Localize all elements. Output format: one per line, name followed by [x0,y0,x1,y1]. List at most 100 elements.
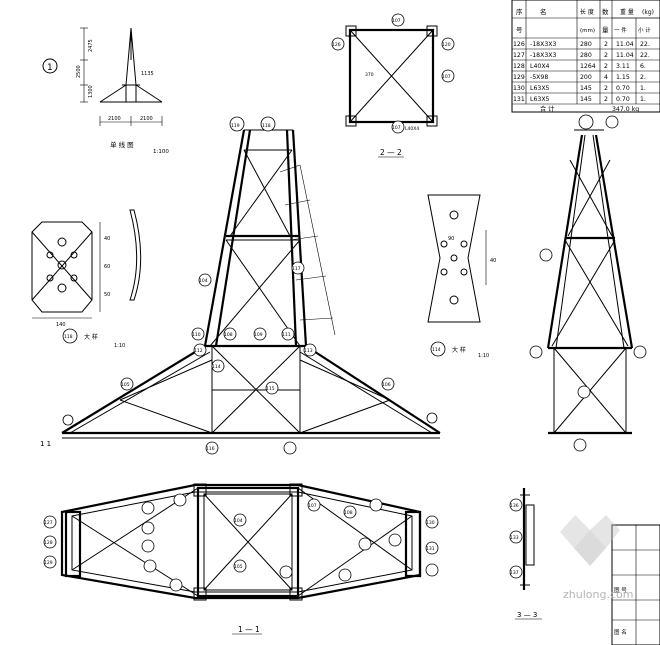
tower-mark: 117 [292,266,301,272]
section33-mark: 137 [510,570,519,576]
plan-mark: 108 [344,510,353,516]
title-block-cell: 图 号 [614,586,627,594]
bom-cell: 22. [640,41,650,48]
plate114-scale: 1:10 [478,353,489,359]
bom-cell: 11.04 [616,41,634,48]
plate118-dim: 60 [104,264,110,270]
bom-subheader-3: (mm) [580,28,595,34]
section22-dim: 370 [365,72,374,78]
plate118-title: 大 样 [84,333,98,341]
plate118-dim: 50 [104,292,110,298]
bom-cell: 6. [640,63,646,70]
bom-cell: -18X3X3 [530,41,557,48]
bom-header-4: 数 [602,7,609,16]
bom-header-5: 重 量 [620,8,634,16]
plate-118-detail: 140 40 60 50 118 大 样 1:10 [31,209,142,349]
section22-mark: 120 [442,42,451,48]
bom-cell: 4 [604,74,608,81]
bom-cell: 2 [604,52,608,59]
tower-mark: 110 [192,332,201,338]
tower-mark: 114 [212,364,221,370]
tower-mark: 119 [231,123,240,129]
bom-cell: 22. [640,52,650,59]
tower-mark: 105 [121,382,130,388]
detail1-dim: 2475 [88,39,94,52]
bom-cell: L63X5 [530,85,550,92]
section33-mark: 133 [510,535,519,541]
bom-total-label: 合 计 [540,105,554,113]
bom-cell: 2 [604,63,608,70]
bom-cell: 126 [513,41,525,48]
bom-header-6: (kg) [642,9,654,16]
bom-header-3: 长 度 [580,8,594,16]
bom-table: 序 名 长 度 数 重 量 (kg) 号 (mm) 量 一 件 小 计 126 … [511,0,660,113]
plan-mark: 105 [234,564,243,570]
detail1-dim: 2500 [76,65,82,78]
bom-cell: -5X98 [530,74,548,81]
plan-mark: 107 [308,503,317,509]
section-2-2: 107 126 120 107 107 L40X4 370 2 — 2 [331,13,455,158]
bom-cell: 11.04 [616,52,634,59]
bom-cell: 128 [513,63,525,70]
bom-subheader-5: 一 件 [614,26,627,34]
title-block-cell: 图 名 [614,628,627,636]
plate118-dim: 40 [104,236,110,242]
bom-cell: 3.11 [616,63,630,70]
plate114-dim: 90 [448,236,454,242]
section22-mark: 107 [442,74,451,80]
detail1-scale: 1:100 [153,149,169,155]
bom-header-2: 名 [540,7,547,16]
bom-cell: 1264 [580,63,596,70]
detail1-dim: 1135 [141,71,154,77]
detail1-title: 单 线 图 [110,140,134,149]
bom-cell: L40X4 [530,63,550,70]
plan-mark: 127 [44,520,53,526]
tower-mark: 116 [206,446,215,452]
bom-cell: 1. [640,85,646,92]
plan-mark: 129 [44,560,53,566]
bom-subheader-6: 小 计 [638,26,651,34]
bom-cell: 2 [604,85,608,92]
plan-title: 1 — 1 [238,625,260,634]
detail1-dim: 2100 [140,116,153,122]
bom-cell: 130 [513,85,525,92]
plate114-title: 大 样 [452,346,466,354]
section22-dim: L40X4 [405,126,419,132]
bom-cell: 127 [513,52,525,59]
bom-cell: 280 [580,41,592,48]
bom-cell: -18X3X3 [530,52,557,59]
watermark: zhulong.com [560,515,633,601]
bom-rows: 126 -18X3X3 280 2 11.04 22. 127 -18X3X3 … [513,41,650,103]
tower-mark: 108 [224,332,233,338]
detail1-dim: 1300 [88,85,94,98]
bom-cell: 129 [513,74,525,81]
bom-cell: L63X5 [530,96,550,103]
tower-mark: 115 [266,386,275,392]
bom-cell: 131 [513,96,525,103]
plate118-scale: 1:10 [114,343,125,349]
plan-mark: 128 [44,540,53,546]
tower-mark: 112 [194,348,203,354]
bom-cell: 0.70 [616,85,630,92]
bom-cell: 2. [640,74,646,81]
section22-mark: 126 [332,42,341,48]
section-3-3: 136 133 137 3 — 3 [509,488,542,620]
section33-mark: 136 [510,503,519,509]
bom-header-1: 序 [516,7,523,16]
bom-cell: 2 [604,96,608,103]
tower-mark: 106 [382,382,391,388]
tower-top-mark: 118 [262,123,271,129]
bom-cell: 1.15 [616,74,630,81]
bom-cell: 2 [604,41,608,48]
detail1-marker: 1 [47,63,53,73]
bom-subheader-4: 量 [602,26,609,34]
plate-114-detail: 40 90 114 大 样 1:10 [427,194,496,359]
tower-mark: 113 [304,348,313,354]
detail1-dim: 2100 [108,116,121,122]
bom-cell: 1. [640,96,646,103]
plan-mark: 130 [426,520,435,526]
bom-cell: 200 [580,74,592,81]
title-block: 图 号 图 名 [611,524,660,645]
plate114-label: 114 [432,347,441,353]
